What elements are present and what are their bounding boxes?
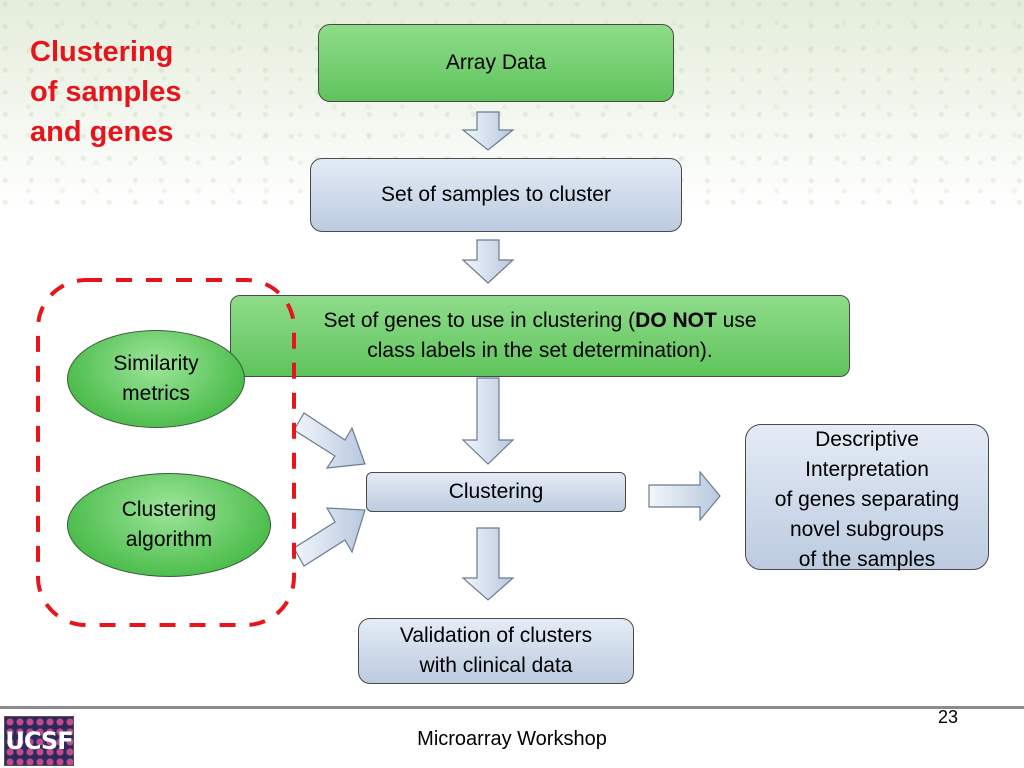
footer-text: Microarray Workshop [417,728,607,750]
similarity-metrics-ellipse: Similarity metrics [67,330,245,428]
down-arrow-4-icon [461,527,515,601]
page-number: 23 [938,707,959,727]
logo-text: UCSF [5,727,73,755]
footer-rule [0,706,1024,709]
slide-title: Clustering of samples and genes [30,36,182,148]
array-data-box: Array Data [318,24,674,102]
array-data-label: Array Data [445,51,547,74]
genes-selection-text: Set of genes to use in clustering (DO NO… [323,306,756,366]
similarity-metrics-label: Similarity metrics [113,352,199,405]
genes-emphasis: DO NOT [635,309,717,332]
genes-suffix: use [716,309,757,332]
right-arrow-icon [648,470,721,522]
validation-box: Validation of clusters with clinical dat… [358,618,634,684]
diagonal-arrow-up-icon [293,507,366,567]
down-arrow-3-icon [461,377,515,465]
interpretation-label: Descriptive Interpretation of genes sepa… [774,428,960,571]
interpretation-box: Descriptive Interpretation of genes sepa… [745,424,989,571]
genes-prefix: Set of genes to use in clustering ( [323,309,636,332]
clustering-label: Clustering [448,480,544,503]
down-arrow-2-icon [461,239,515,284]
genes-selection-box: Set of genes to use in clustering (DO NO… [230,295,850,377]
clustering-algorithm-ellipse: Clustering algorithm [67,473,271,577]
genes-line-2: class labels in the set determination). [367,339,713,362]
clustering-algorithm-label: Clustering algorithm [121,498,217,551]
samples-to-cluster-label: Set of samples to cluster [381,183,611,206]
down-arrow-1-icon [461,111,515,151]
diagonal-arrow-down-icon [293,412,366,469]
clustering-box: Clustering [366,472,626,512]
validation-label: Validation of clusters with clinical dat… [399,624,593,677]
samples-to-cluster-box: Set of samples to cluster [310,158,682,232]
ucsf-logo: UCSF [4,716,74,766]
